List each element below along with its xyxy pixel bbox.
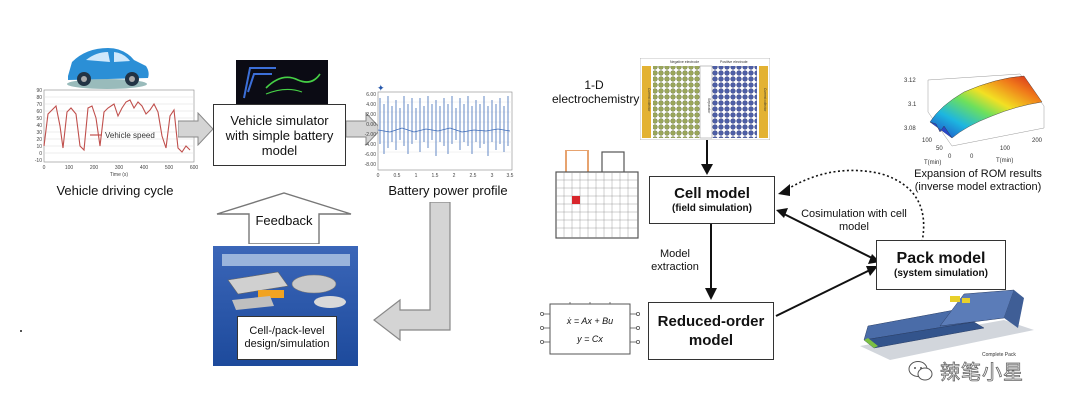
svg-text:-8.00: -8.00 [365,162,377,168]
svg-text:3.1: 3.1 [908,102,917,108]
speed-xlabel: Time (s) [110,172,128,178]
driving-cycle-label: Vehicle driving cycle [56,183,174,198]
pack-render-image: Complete Pack [860,289,1034,360]
arrow-speed-to-simulator [178,112,214,146]
pack-caption: Complete Pack [982,352,1016,358]
svg-text:3.5: 3.5 [507,173,514,179]
svg-text:Positive electrode: Positive electrode [720,60,748,64]
car-icon [67,48,149,89]
reduced-order-model-box: Reduced-order model [648,302,774,360]
cell-grid-image [555,150,639,239]
svg-text:100: 100 [65,165,74,171]
svg-text:6.00: 6.00 [366,92,376,98]
svg-text:200: 200 [1032,138,1043,144]
svg-text:100: 100 [922,138,933,144]
svg-text:1.5: 1.5 [432,173,439,179]
watermark-text: 辣笔小星 [940,360,1024,385]
vehicle-simulator-box: Vehicle simulator with simple battery mo… [213,104,346,166]
svg-text:0.00: 0.00 [366,122,376,128]
state-space-block: ẋ = Ax + Bu y = Cx [540,302,640,355]
svg-text:Current collector: Current collector [763,88,767,112]
svg-text:500: 500 [165,165,174,171]
svg-text:-2.00: -2.00 [365,132,377,138]
rom-surface-plot: 3.12 3.1 3.08 100 50 0 0 100 200 T(min) … [904,73,1045,166]
arrow-electrochem-to-cell [701,140,713,175]
arrow-cell-to-rom [705,224,717,300]
vehicle-speed-chart: Vehicle speed 90 80 70 60 50 40 30 20 10… [35,88,198,178]
svg-text:50: 50 [936,146,943,152]
svg-text:0: 0 [970,154,974,160]
pack-model-title: Pack model [896,250,986,267]
svg-text:300: 300 [115,165,124,171]
svg-text:400: 400 [140,165,149,171]
svg-text:3: 3 [491,173,494,179]
svg-text:-10: -10 [35,158,42,164]
svg-text:10: 10 [36,144,42,150]
svg-text:40: 40 [36,123,42,129]
svg-text:90: 90 [36,88,42,94]
electrochem-cell-panel: Negative electrode Positive electrode Se… [640,58,770,140]
svg-text:T(min): T(min) [924,160,941,166]
cell-model-subtitle: (field simulation) [672,203,752,214]
svg-text:1: 1 [415,173,418,179]
rom-expansion-label: Expansion of ROM results (inverse model … [914,168,1042,193]
svg-text:Current collector: Current collector [647,88,651,112]
design-box-text: Cell-/pack-level design/simulation [244,325,330,350]
svg-text:0.5: 0.5 [394,173,401,179]
stray-dot [20,330,22,332]
svg-text:0: 0 [39,151,42,157]
watermark: 辣笔小星 [908,356,1024,385]
svg-text:20: 20 [36,137,42,143]
svg-text:200: 200 [90,165,99,171]
svg-text:4.00: 4.00 [366,102,376,108]
speed-legend: Vehicle speed [105,131,155,140]
svg-text:3.08: 3.08 [904,126,916,132]
state-eq-1: ẋ = Ax + Bu [566,316,613,326]
svg-text:0: 0 [948,154,952,160]
svg-text:0: 0 [377,173,380,179]
svg-text:Negative electrode: Negative electrode [670,60,699,64]
svg-text:Separator: Separator [707,98,711,114]
svg-text:50: 50 [36,116,42,122]
cell-model-box: Cell model (field simulation) [649,176,775,224]
power-profile-label: Battery power profile [388,183,508,198]
pack-model-subtitle: (system simulation) [894,268,988,279]
pack-model-box: Pack model (system simulation) [876,240,1006,290]
svg-text:30: 30 [36,130,42,136]
svg-text:2.5: 2.5 [470,173,477,179]
svg-text:T(min): T(min) [996,158,1013,164]
dotted-feedback-arrow [778,169,925,243]
feedback-label: Feedback [255,213,313,228]
rom-title: Reduced-order model [657,313,765,349]
arrow-simulator-to-power [346,112,382,146]
electrochem-label: 1-D electrochemistry [552,78,640,106]
vehicle-simulator-text: Vehicle simulator with simple battery mo… [225,112,334,158]
svg-text:70: 70 [36,102,42,108]
chat-bubble-icon [908,360,933,380]
feedback-up-arrow [216,192,352,244]
svg-text:80: 80 [36,95,42,101]
svg-text:3.12: 3.12 [904,78,916,84]
pack-arrows [775,208,880,317]
svg-text:600: 600 [190,165,198,171]
pack-render-icon [222,254,350,310]
model-extraction-label: Model extraction [651,248,699,273]
state-eq-2: y = Cx [576,334,603,344]
cosim-label: Cosimulation with cell model [801,208,907,233]
cell-model-title: Cell model [674,185,750,202]
svg-text:-6.00: -6.00 [365,152,377,158]
simulator-screen-image [236,60,328,106]
svg-text:✦: ✦ [377,84,385,93]
svg-text:-4.00: -4.00 [365,142,377,148]
svg-text:0: 0 [43,165,46,171]
svg-text:2: 2 [453,173,456,179]
svg-text:2.00: 2.00 [366,112,376,118]
svg-text:100: 100 [1000,146,1011,152]
design-box: Cell-/pack-level design/simulation [237,316,337,360]
battery-power-chart: ✦ 6.00 4.00 2.00 0.00 -2.00 -4.00 -6.00 … [365,84,514,179]
svg-text:60: 60 [36,109,42,115]
arrow-power-to-design [373,202,451,342]
